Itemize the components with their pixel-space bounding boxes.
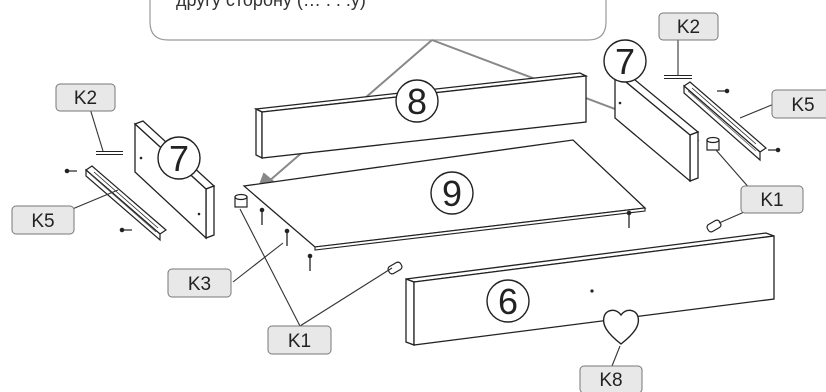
label-k5-left: K5 (11, 205, 75, 235)
screws-bottom (259, 207, 632, 271)
callout-bubble: другу сторону (… . . .у) (149, 0, 607, 41)
part-number-front-panel: 6 (486, 279, 530, 323)
side-panel-right (613, 69, 700, 183)
part-number-side-right: 7 (603, 39, 647, 83)
label-k8: K8 (579, 365, 643, 392)
svg-text:K2: K2 (677, 17, 700, 38)
svg-text:7: 7 (169, 138, 189, 179)
svg-text:8: 8 (407, 81, 427, 122)
dowel-k1-right (706, 136, 720, 151)
svg-text:K2: K2 (74, 88, 97, 109)
dowel-k1-left (234, 193, 248, 208)
label-k2-right: K2 (658, 12, 719, 41)
dowel-k1-front-left (387, 261, 403, 275)
svg-text:K3: K3 (188, 274, 211, 295)
dowel-k1-front-right (706, 219, 722, 233)
svg-text:6: 6 (498, 281, 518, 322)
heart-knob (602, 309, 640, 345)
svg-text:7: 7 (615, 41, 635, 82)
drawer-runner-right (683, 81, 767, 162)
svg-text:K8: K8 (599, 370, 622, 391)
label-k5-right: K5 (771, 89, 826, 119)
label-k1-bottom: K1 (267, 325, 332, 355)
callout-text: другу сторону (… . . .у) (176, 0, 366, 10)
svg-text:K5: K5 (31, 211, 54, 232)
part-number-bottom-panel: 9 (430, 171, 474, 215)
part-number-back-panel: 8 (395, 79, 439, 123)
screws-right (717, 88, 781, 153)
drawer-runner-left (85, 165, 167, 242)
label-k3: K3 (167, 268, 232, 298)
label-k2-left: K2 (55, 83, 116, 112)
svg-text:K5: K5 (791, 95, 814, 116)
part-number-side-left: 7 (157, 136, 201, 180)
svg-text:K1: K1 (288, 331, 311, 352)
label-k1-right: K1 (740, 185, 804, 214)
svg-text:9: 9 (442, 173, 462, 214)
front-panel (405, 232, 775, 346)
screws-left (64, 168, 132, 233)
svg-text:K1: K1 (760, 190, 783, 211)
